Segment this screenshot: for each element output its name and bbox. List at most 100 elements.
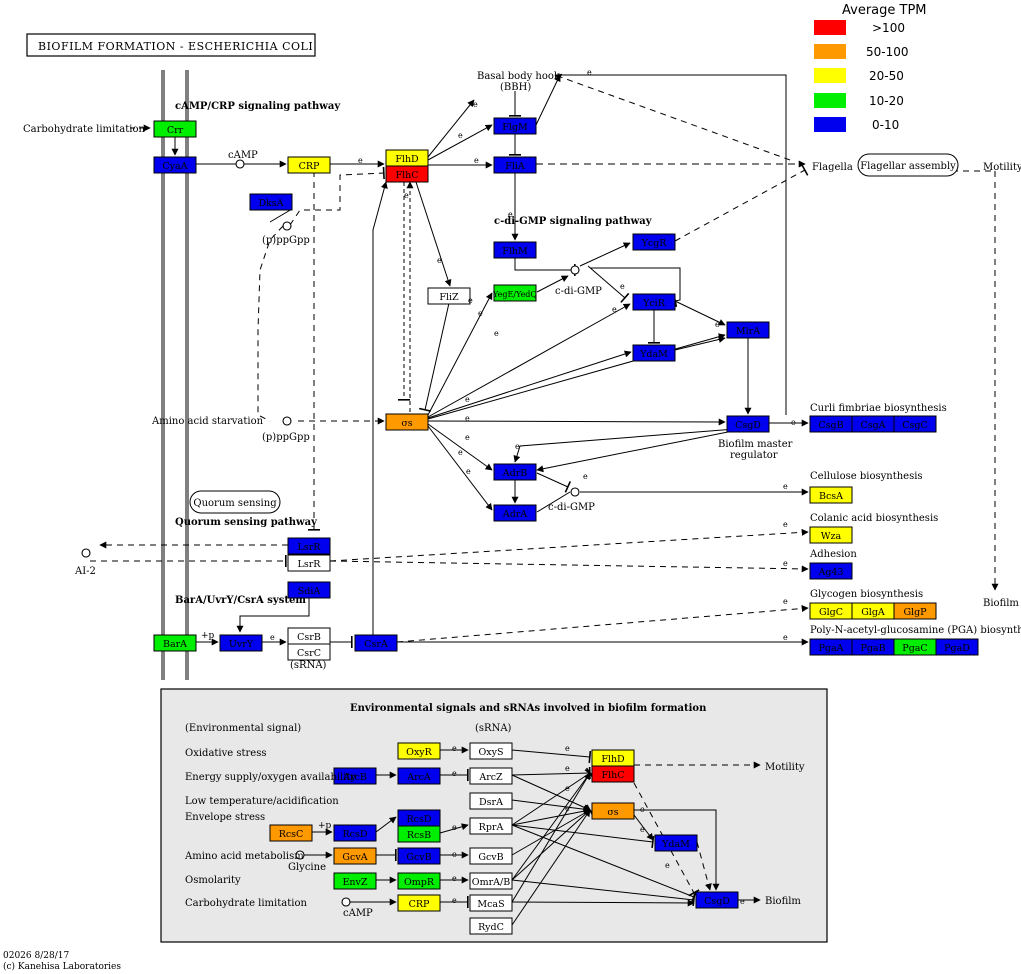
gene-box[interactable]: FliA xyxy=(493,156,537,174)
gene-box[interactable]: FlhC xyxy=(385,165,429,183)
gene-box[interactable]: FlhD xyxy=(385,149,429,167)
gene-box-rect xyxy=(269,824,313,842)
gene-box[interactable]: GlgA xyxy=(851,602,895,620)
gene-box[interactable]: LsrR xyxy=(287,554,331,572)
gene-box[interactable]: σs xyxy=(591,802,635,820)
gene-box[interactable]: RcsD xyxy=(397,809,441,827)
gene-box[interactable]: OxyR xyxy=(397,742,441,760)
gene-box-rect xyxy=(469,767,513,785)
gene-label: CRP xyxy=(299,161,320,172)
compound-camp xyxy=(235,159,245,169)
gene-box[interactable]: OxyS xyxy=(469,742,513,760)
gene-box[interactable]: GlgC xyxy=(809,602,853,620)
gene-box-rect xyxy=(385,165,429,183)
gene-box[interactable]: Wza xyxy=(809,526,853,544)
gene-box[interactable]: CyaA xyxy=(153,156,197,174)
gene-box[interactable]: FlhD xyxy=(591,749,635,767)
gene-box-rect xyxy=(493,504,537,522)
gene-box[interactable]: CRP xyxy=(397,894,441,912)
expression-marker: e xyxy=(452,850,457,859)
gene-box[interactable]: OmpR xyxy=(397,872,441,890)
gene-box[interactable]: CsrB xyxy=(287,627,331,645)
gene-box[interactable]: PgaA xyxy=(809,638,853,656)
gene-box[interactable]: RprA xyxy=(469,817,513,835)
gene-box[interactable]: Crr xyxy=(153,120,197,138)
gene-box[interactable]: GcvB xyxy=(397,847,441,865)
gene-box[interactable]: RcsC xyxy=(269,824,313,842)
gene-box[interactable]: McaS xyxy=(469,894,513,912)
diagram-label: Low temperature/acidification xyxy=(185,796,339,807)
expression-marker: e xyxy=(715,320,720,329)
gene-box[interactable]: σs xyxy=(385,413,429,431)
gene-box[interactable]: SdiA xyxy=(287,581,331,599)
pathway-map-oval xyxy=(189,490,281,514)
gene-box[interactable]: PgaB xyxy=(851,638,895,656)
expression-marker: e xyxy=(565,804,570,813)
pathway-map-oval xyxy=(857,153,959,177)
gene-box[interactable]: RcsB xyxy=(397,825,441,843)
expression-marker: e xyxy=(587,68,592,77)
gene-box[interactable]: DsrA xyxy=(469,792,513,810)
gene-box[interactable]: GcvB xyxy=(469,847,513,865)
gene-label: DksA xyxy=(258,198,283,209)
gene-box[interactable]: RcsD xyxy=(333,824,377,842)
gene-box[interactable]: OmrA/B xyxy=(469,872,513,890)
expression-marker: e xyxy=(474,156,479,165)
gene-box[interactable]: BcsA xyxy=(809,486,853,504)
gene-label: OmpR xyxy=(404,877,435,888)
gene-label: CsrB xyxy=(297,632,321,643)
gene-box-rect xyxy=(726,321,770,339)
gene-box[interactable]: YdaM xyxy=(632,344,676,362)
gene-box[interactable]: ArcB xyxy=(333,767,377,785)
gene-box[interactable]: BarA xyxy=(153,634,197,652)
gene-box[interactable]: FlhM xyxy=(493,241,537,259)
gene-box[interactable]: YcgR xyxy=(632,233,676,251)
gene-label: GlgC xyxy=(819,607,843,618)
gene-box[interactable]: UvrY xyxy=(219,634,263,652)
gene-box[interactable]: EnvZ xyxy=(333,872,377,890)
gene-box-rect xyxy=(287,156,331,174)
gene-box[interactable]: FlhC xyxy=(591,765,635,783)
pathway-map-link[interactable]: Quorum sensing xyxy=(189,490,281,514)
gene-box-rect xyxy=(469,894,513,912)
gene-box[interactable]: CsgC xyxy=(893,415,937,433)
gene-box[interactable]: CRP xyxy=(287,156,331,174)
gene-box[interactable]: GcvA xyxy=(333,847,377,865)
gene-box[interactable]: YciR xyxy=(632,293,676,311)
footer-id: 02026 8/28/17 xyxy=(3,951,69,961)
gene-box[interactable]: MlrA xyxy=(726,321,770,339)
gene-box[interactable]: PgaC xyxy=(893,638,937,656)
gene-label: FlhC xyxy=(601,770,624,781)
gene-box[interactable]: CsrC xyxy=(287,643,331,661)
gene-box[interactable]: RydC xyxy=(469,917,513,935)
gene-box[interactable]: YdaM xyxy=(654,834,698,852)
gene-box[interactable]: CsgD xyxy=(695,891,739,909)
gene-box[interactable]: FlgM xyxy=(493,117,537,135)
diagram-label: AI-2 xyxy=(74,566,96,577)
legend-label: 20-50 xyxy=(869,69,904,83)
gene-label: CsgA xyxy=(860,420,885,431)
expression-marker: e xyxy=(452,874,457,883)
pathway-map-link[interactable]: Flagellar assembly xyxy=(857,153,959,177)
gene-box[interactable]: AdrB xyxy=(493,463,537,481)
gene-box[interactable]: CsgD xyxy=(726,415,770,433)
gene-box[interactable]: CsrA xyxy=(354,634,398,652)
gene-box[interactable]: AdrA xyxy=(493,504,537,522)
gene-box[interactable]: CsgA xyxy=(851,415,895,433)
membrane-inner xyxy=(161,70,165,680)
expression-marker: e xyxy=(665,861,670,870)
gene-box[interactable]: Ag43 xyxy=(809,562,853,580)
gene-box[interactable]: CsgB xyxy=(809,415,853,433)
gene-box[interactable]: LsrR xyxy=(287,537,331,555)
gene-box-rect xyxy=(397,742,441,760)
gene-box[interactable]: YegE/YedQ xyxy=(492,284,537,302)
gene-box[interactable]: ArcZ xyxy=(469,767,513,785)
gene-box[interactable]: FliZ xyxy=(427,287,471,305)
gene-box[interactable]: ArcA xyxy=(397,767,441,785)
gene-box[interactable]: GlgP xyxy=(893,602,937,620)
footer-copyright: (c) Kanehisa Laboratories xyxy=(3,961,121,972)
gene-box[interactable]: DksA xyxy=(249,193,293,211)
gene-label: CsgB xyxy=(818,420,843,431)
gene-box[interactable]: PgaD xyxy=(935,638,979,656)
